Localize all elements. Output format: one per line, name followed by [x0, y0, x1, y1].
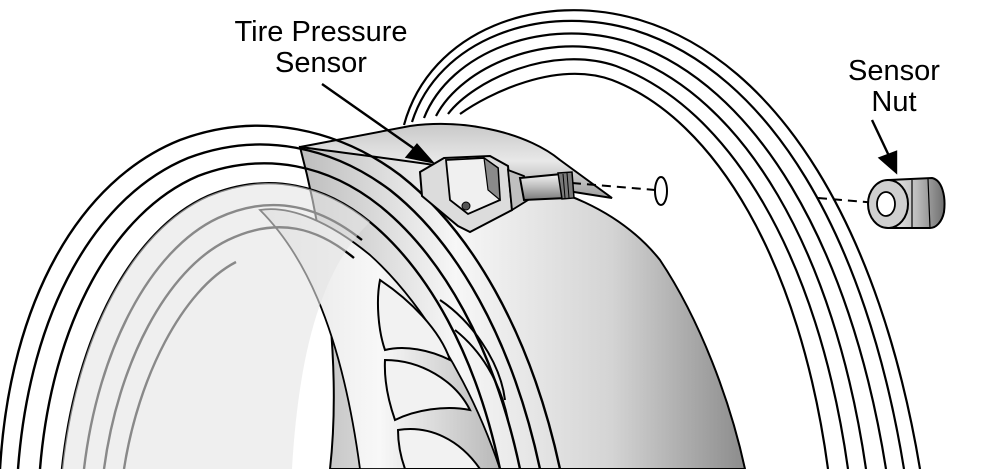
tire-pressure-sensor-label-line2: Sensor: [275, 47, 367, 79]
tire-pressure-sensor-label: Tire Pressure Sensor: [214, 17, 428, 79]
tire-pressure-sensor-label-line1: Tire Pressure: [234, 16, 408, 48]
wheel-spokes: [376, 278, 509, 469]
installation-guide-lines: [571, 182, 879, 204]
sensor-nut-label: Sensor Nut: [834, 56, 954, 118]
valve-stem: [518, 171, 575, 202]
sensor-nut-part: [867, 176, 946, 229]
sensor-nut-label-line1: Sensor: [848, 55, 940, 87]
sensor-screw: [461, 201, 471, 211]
front-rim-lip-fill: [62, 183, 370, 469]
callout-arrows: [321, 83, 898, 175]
sensor-nut-label-line2: Nut: [871, 86, 917, 118]
valve-hole: [654, 176, 668, 206]
rear-rim-flange: [402, 9, 922, 469]
